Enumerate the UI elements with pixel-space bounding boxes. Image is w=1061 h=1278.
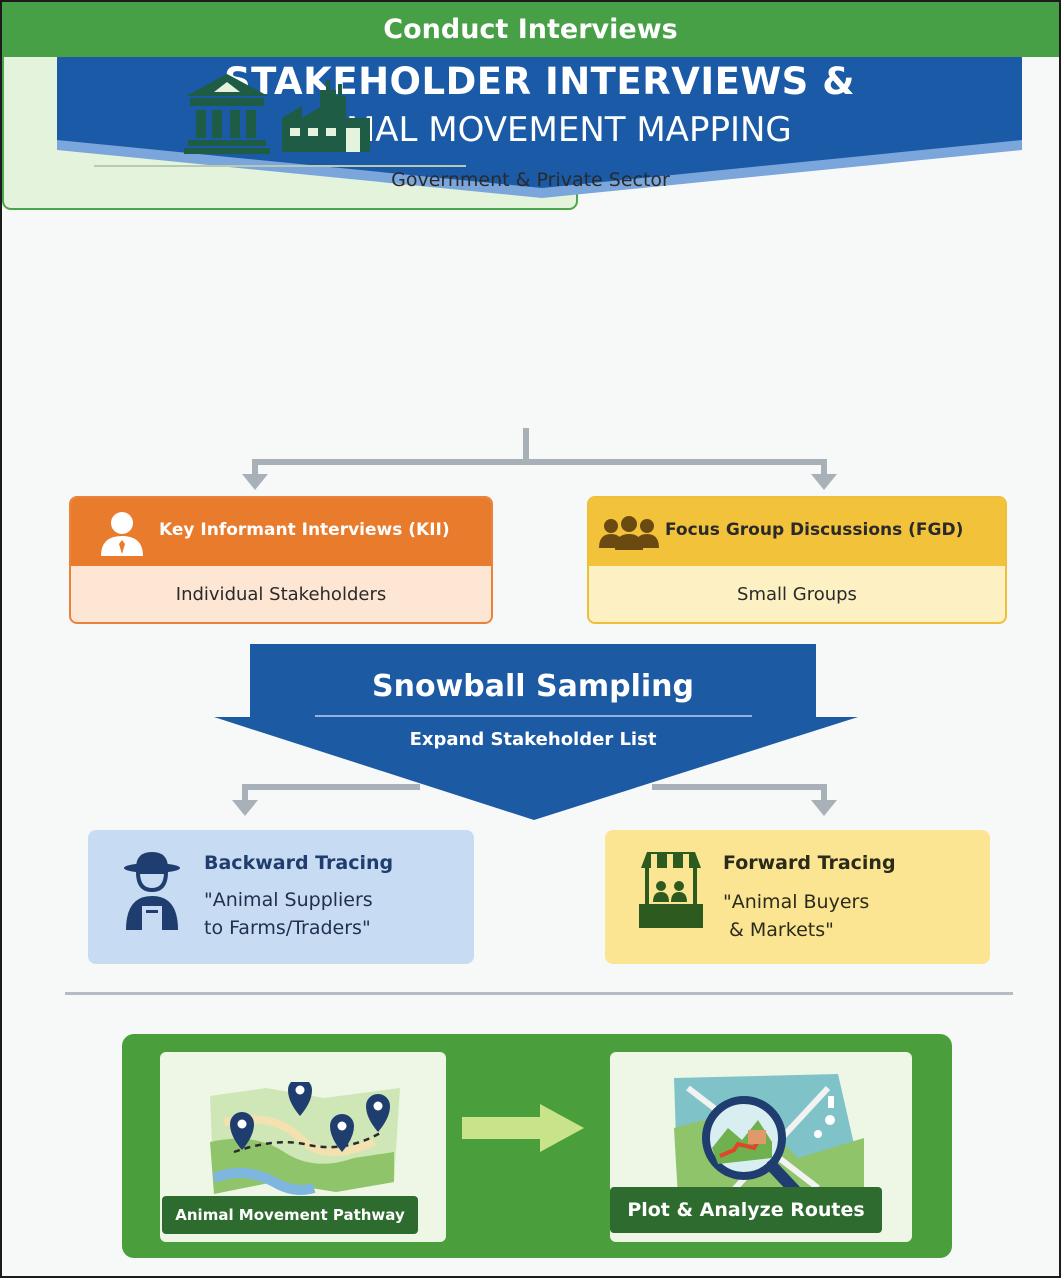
forward-tracing-title: Forward Tracing	[723, 852, 896, 874]
fgd-box: Focus Group Discussions (FGD) Small Grou…	[587, 496, 1007, 624]
forward-tracing-box: Forward Tracing "Animal Buyers & Markets…	[605, 830, 990, 964]
snowball-subtitle: Expand Stakeholder List	[409, 729, 657, 750]
fgd-header	[589, 498, 1005, 566]
factory-icon	[282, 80, 370, 152]
map-pins-icon	[210, 1082, 400, 1195]
conduct-interviews-header	[2, 2, 1059, 57]
arrow-right-icon	[462, 1104, 584, 1152]
group-icon	[599, 516, 659, 550]
backward-tracing-body: "Animal Suppliers to Farms/Traders"	[204, 889, 373, 939]
snowball-shape	[214, 644, 858, 820]
split-connector	[242, 428, 837, 490]
snowball-divider	[315, 715, 752, 717]
forward-tracing-body: "Animal Buyers & Markets"	[723, 891, 870, 941]
kii-title: Key Informant Interviews (KII)	[159, 520, 450, 540]
fgd-title: Focus Group Discussions (FGD)	[665, 520, 964, 540]
kii-box: Key Informant Interviews (KII) Individua…	[69, 496, 493, 624]
tracing-connector	[232, 784, 837, 816]
arrow-down-right	[811, 474, 837, 490]
kii-body: Individual Stakeholders	[175, 584, 387, 605]
backward-tracing-title: Backward Tracing	[204, 852, 394, 874]
farmer-icon	[124, 852, 180, 930]
person-icon	[101, 512, 143, 556]
conduct-interviews-subtitle: Government & Private Sector	[391, 169, 670, 191]
fgd-body: Small Groups	[737, 584, 857, 605]
market-stall-icon	[639, 852, 703, 928]
snowball-title: Snowball Sampling	[371, 669, 694, 704]
government-building-icon	[184, 74, 270, 154]
conduct-interviews-title: Conduct Interviews	[383, 14, 678, 45]
plot-analyze-routes-label: Plot & Analyze Routes	[610, 1187, 882, 1233]
section-divider	[65, 992, 1013, 995]
banner-title-line2: ANIMAL MOVEMENT MAPPING	[287, 110, 792, 150]
conduct-divider	[94, 165, 466, 167]
magnifier-map-icon	[674, 1074, 864, 1204]
arrow-down-left	[242, 474, 268, 490]
backward-tracing-box: Backward Tracing "Animal Suppliers to Fa…	[88, 830, 474, 964]
animal-movement-pathway-label: Animal Movement Pathway	[162, 1196, 418, 1234]
title-banner	[57, 38, 1022, 198]
